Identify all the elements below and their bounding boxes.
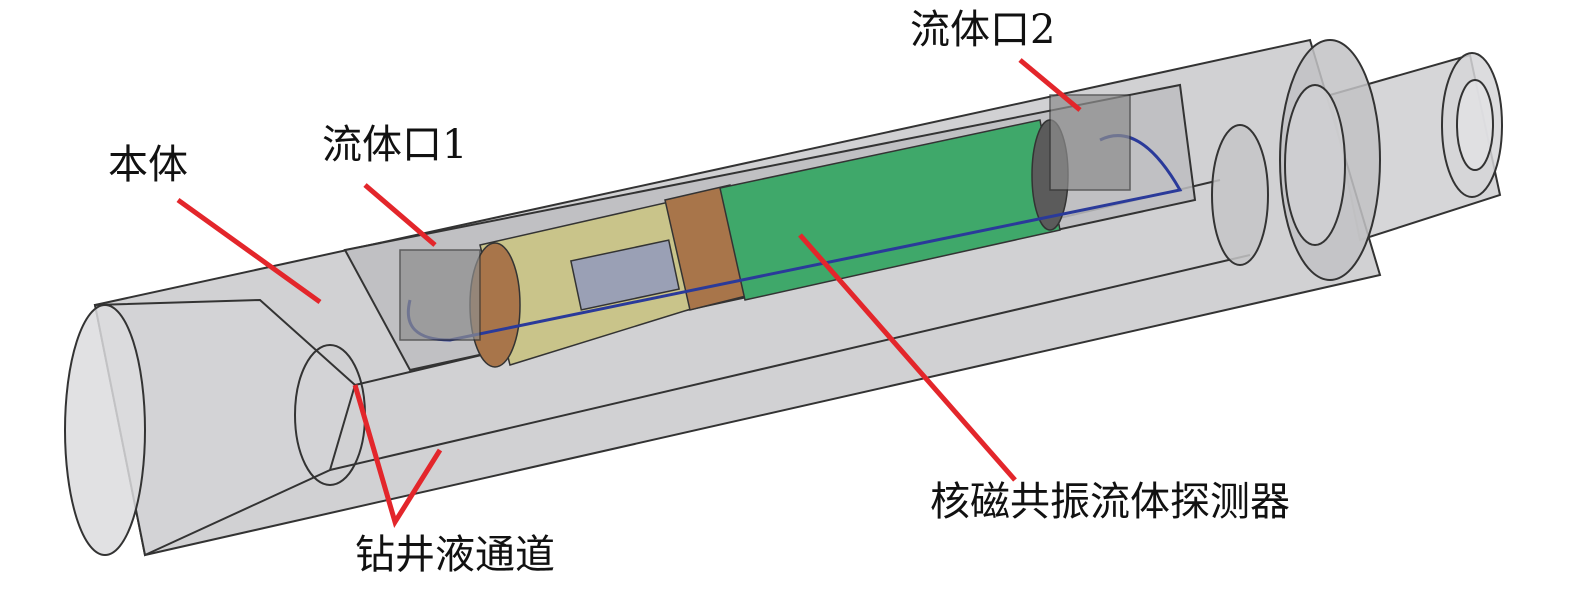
label-body: 本体	[108, 142, 188, 188]
label-nmr-detector: 核磁共振流体探测器	[930, 479, 1290, 525]
green-detector	[719, 119, 1061, 301]
callout-nmr-detector	[798, 233, 1017, 482]
label-fluid-port-1: 流体口1	[322, 122, 468, 168]
body-shell	[64, 38, 1503, 557]
label-drilling-fluid-channel: 钻井液通道	[355, 532, 555, 578]
callout-body	[176, 197, 322, 305]
nmr-tool	[399, 94, 1183, 368]
callout-lines	[176, 58, 1082, 529]
callout-fluid-port-2	[1018, 58, 1082, 112]
callout-drilling-fluid-channel	[352, 384, 443, 529]
callout-fluid-port-1	[363, 183, 437, 247]
label-fluid-port-2: 流体口2	[910, 7, 1056, 53]
